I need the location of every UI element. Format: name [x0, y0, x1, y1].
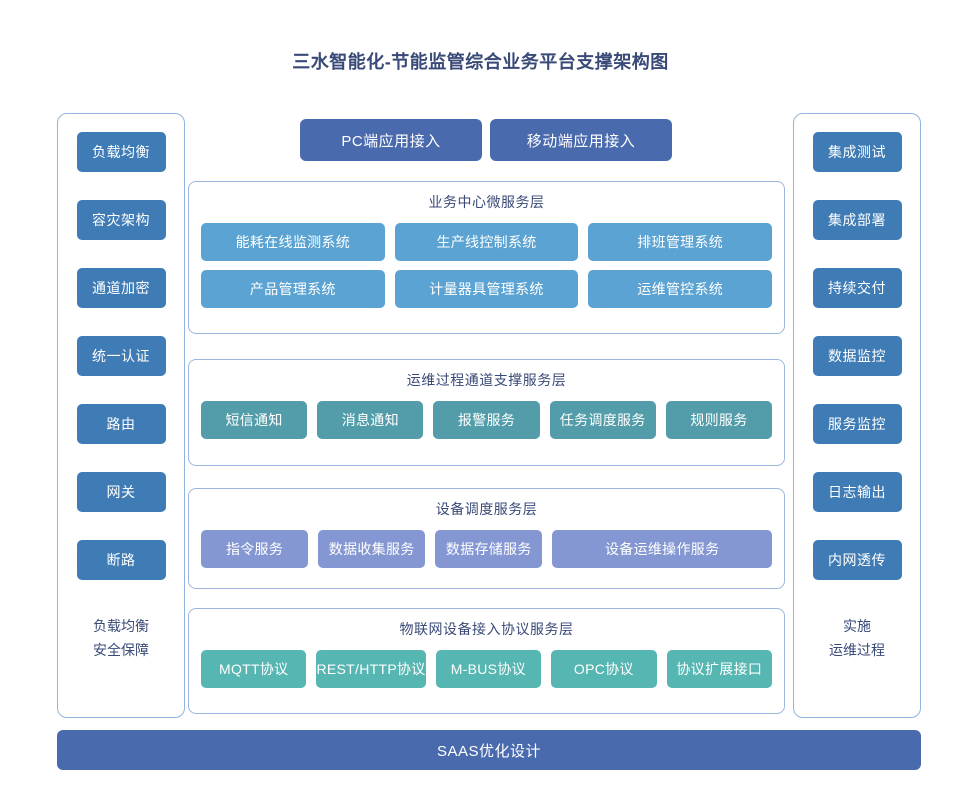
right-chip-integration-deploy[interactable]: 集成部署 [812, 200, 902, 240]
business-layer-row-1: 能耗在线监测系统 生产线控制系统 排班管理系统 [201, 223, 773, 261]
pc-access-button[interactable]: PC端应用接入 [300, 119, 482, 161]
business-layer-row-2: 产品管理系统 计量器具管理系统 运维管控系统 [201, 270, 773, 308]
right-chip-service-monitoring[interactable]: 服务监控 [812, 404, 902, 444]
left-chip-load-balance[interactable]: 负载均衡 [76, 132, 166, 172]
iot-layer-title: 物联网设备接入协议服务层 [399, 621, 574, 637]
ops-layer-row: 短信通知 消息通知 报警服务 任务调度服务 规则服务 [201, 401, 773, 439]
right-support-column: 集成测试 集成部署 持续交付 数据监控 服务监控 日志输出 内网透传 实施 运维… [793, 113, 921, 718]
left-chip-channel-encryption[interactable]: 通道加密 [76, 268, 166, 308]
ops-channel-support-layer: 运维过程通道支撑服务层 短信通知 消息通知 报警服务 任务调度服务 规则服务 [188, 359, 785, 466]
left-chip-gateway[interactable]: 网关 [76, 472, 166, 512]
iot-protocol-layer: 物联网设备接入协议服务层 MQTT协议 REST/HTTP协议 M-BUS协议 … [188, 608, 785, 714]
right-chip-data-monitoring[interactable]: 数据监控 [812, 336, 902, 376]
right-footer-line-1: 实施 [843, 618, 871, 634]
device-cell-data-storage-service[interactable]: 数据存储服务 [435, 530, 543, 568]
iot-cell-opc-protocol[interactable]: OPC协议 [551, 650, 657, 688]
ops-layer-title: 运维过程通道支撑服务层 [406, 372, 567, 388]
left-footer-line-2: 安全保障 [93, 642, 149, 658]
left-support-column: 负载均衡 容灾架构 通道加密 统一认证 路由 网关 断路 负载均衡 安全保障 [57, 113, 185, 718]
device-scheduling-layer: 设备调度服务层 指令服务 数据收集服务 数据存储服务 设备运维操作服务 [188, 488, 785, 589]
business-cell-energy-monitoring[interactable]: 能耗在线监测系统 [201, 223, 385, 261]
iot-layer-row: MQTT协议 REST/HTTP协议 M-BUS协议 OPC协议 协议扩展接口 [201, 650, 773, 688]
business-cell-production-line-control[interactable]: 生产线控制系统 [394, 223, 579, 261]
ops-cell-message-notification[interactable]: 消息通知 [317, 401, 424, 439]
right-chip-log-output[interactable]: 日志输出 [812, 472, 902, 512]
ops-cell-rule-service[interactable]: 规则服务 [665, 401, 773, 439]
iot-cell-mbus-protocol[interactable]: M-BUS协议 [435, 650, 542, 688]
mobile-access-button[interactable]: 移动端应用接入 [490, 119, 672, 161]
left-column-footer: 负载均衡 安全保障 [93, 614, 149, 662]
business-cell-product-management[interactable]: 产品管理系统 [201, 270, 385, 308]
business-cell-metering-device-management[interactable]: 计量器具管理系统 [394, 270, 579, 308]
left-footer-line-1: 负载均衡 [93, 618, 149, 634]
ops-cell-alarm-service[interactable]: 报警服务 [433, 401, 540, 439]
ops-cell-task-scheduling-service[interactable]: 任务调度服务 [549, 401, 656, 439]
device-cell-command-service[interactable]: 指令服务 [201, 530, 309, 568]
right-column-footer: 实施 运维过程 [829, 614, 885, 662]
iot-cell-mqtt-protocol[interactable]: MQTT协议 [201, 650, 307, 688]
page-title: 三水智能化-节能监管综合业务平台支撑架构图 [292, 52, 669, 72]
business-cell-shift-management[interactable]: 排班管理系统 [588, 223, 773, 261]
business-layer-title: 业务中心微服务层 [428, 194, 545, 210]
business-microservice-layer: 业务中心微服务层 能耗在线监测系统 生产线控制系统 排班管理系统 产品管理系统 … [188, 181, 785, 334]
left-chip-circuit-breaker[interactable]: 断路 [76, 540, 166, 580]
device-layer-row: 指令服务 数据收集服务 数据存储服务 设备运维操作服务 [201, 530, 772, 568]
device-layer-title: 设备调度服务层 [435, 501, 538, 517]
right-chip-continuous-delivery[interactable]: 持续交付 [812, 268, 902, 308]
business-cell-ops-control[interactable]: 运维管控系统 [588, 270, 773, 308]
right-chip-integration-test[interactable]: 集成测试 [812, 132, 902, 172]
device-cell-device-ops-operation-service[interactable]: 设备运维操作服务 [552, 530, 772, 568]
right-chip-intranet-tunnel[interactable]: 内网透传 [812, 540, 902, 580]
saas-optimization-bar[interactable]: SAAS优化设计 [57, 730, 921, 770]
ops-cell-sms-notification[interactable]: 短信通知 [201, 401, 308, 439]
left-chip-disaster-recovery[interactable]: 容灾架构 [76, 200, 166, 240]
iot-cell-protocol-extension-interface[interactable]: 协议扩展接口 [666, 650, 773, 688]
iot-cell-rest-http-protocol[interactable]: REST/HTTP协议 [316, 650, 426, 688]
right-footer-line-2: 运维过程 [829, 642, 885, 658]
left-chip-unified-auth[interactable]: 统一认证 [76, 336, 166, 376]
left-chip-routing[interactable]: 路由 [76, 404, 166, 444]
device-cell-data-collection-service[interactable]: 数据收集服务 [318, 530, 426, 568]
